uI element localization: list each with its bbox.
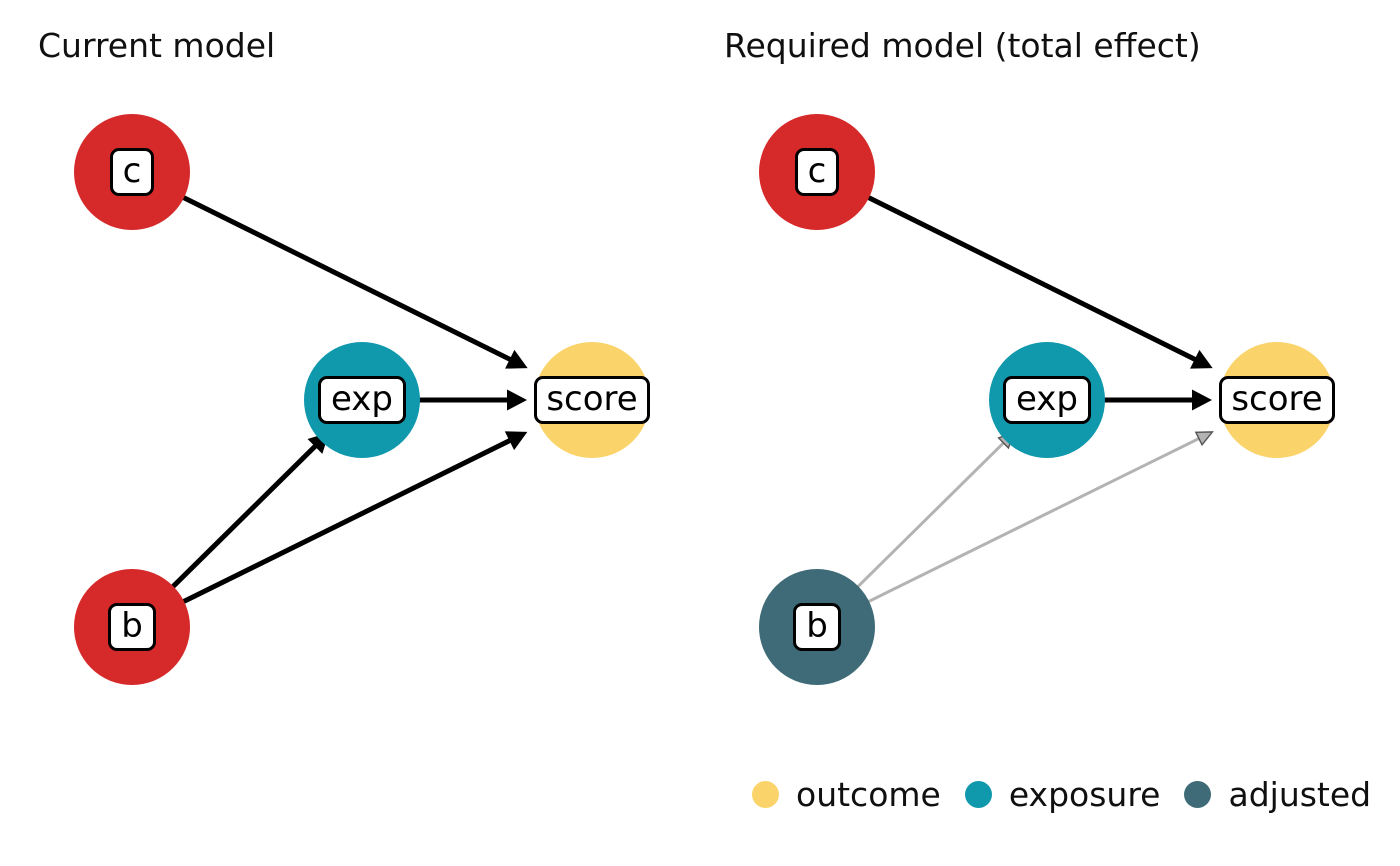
edge-b-to-exp — [855, 431, 1016, 589]
node-label-score: score — [1219, 376, 1335, 424]
node-b: b — [74, 569, 190, 685]
node-c: c — [74, 114, 190, 230]
legend-dot-adjusted — [1184, 781, 1212, 808]
edge-c-to-score — [181, 194, 528, 369]
legend: outcome exposure adjusted — [752, 775, 1395, 814]
edge-c-to-score — [866, 194, 1213, 369]
node-exp: exp — [304, 342, 420, 458]
node-exp: exp — [989, 342, 1105, 458]
node-label-c: c — [794, 148, 840, 196]
legend-dot-exposure — [964, 781, 992, 808]
node-label-b: b — [793, 603, 841, 651]
edge-exp-to-score — [418, 389, 527, 411]
edge-b-to-score — [866, 431, 1214, 604]
node-label-exp: exp — [317, 376, 407, 424]
legend-label-adjusted: adjusted — [1228, 775, 1372, 814]
node-label-score: score — [534, 376, 650, 424]
legend-item-adjusted: adjusted — [1184, 775, 1371, 814]
edge-b-to-exp — [170, 432, 330, 590]
node-label-c: c — [109, 148, 155, 196]
node-score: score — [534, 342, 650, 458]
legend-label-outcome: outcome — [796, 775, 941, 814]
legend-item-outcome: outcome — [752, 775, 941, 814]
node-score: score — [1219, 342, 1335, 458]
node-label-b: b — [108, 603, 156, 651]
legend-dot-outcome — [752, 781, 779, 808]
node-label-exp: exp — [1002, 376, 1092, 424]
legend-item-exposure: exposure — [964, 775, 1161, 814]
edge-exp-to-score — [1103, 389, 1212, 411]
panel-title-required-model: Required model (total effect) — [724, 26, 1201, 65]
panel-title-current-model: Current model — [38, 26, 276, 65]
node-b: b — [759, 569, 875, 685]
edge-b-to-score — [181, 431, 528, 605]
node-c: c — [759, 114, 875, 230]
legend-label-exposure: exposure — [1008, 775, 1161, 814]
